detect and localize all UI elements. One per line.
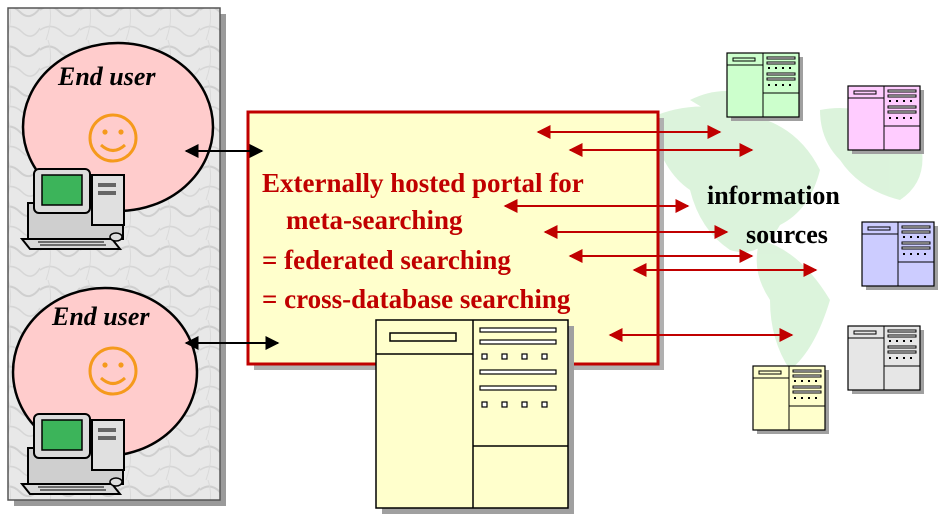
source-database-yellow	[752, 365, 829, 434]
smiley-face-icon	[88, 346, 138, 396]
info-sources-label: sources	[746, 220, 828, 249]
smiley-face-icon	[88, 113, 138, 163]
end-user-1	[19, 41, 215, 250]
computer-icon	[19, 168, 125, 250]
end-user-2	[11, 286, 199, 495]
portal-synonym-line: = cross-database searching	[262, 284, 571, 314]
source-database-pink	[847, 85, 924, 154]
portal-title-line: Externally hosted portal for	[262, 168, 584, 198]
end-user-label: End user	[58, 62, 156, 91]
portal-title-line: meta-searching	[286, 205, 463, 235]
computer-icon	[19, 413, 125, 495]
portal-source-arrows	[503, 125, 818, 342]
end-user-label: End user	[52, 302, 150, 331]
source-database-gray	[847, 325, 924, 394]
user-portal-arrows	[184, 144, 280, 350]
source-database-blue	[861, 221, 938, 290]
portal-database-icon	[375, 319, 574, 514]
info-sources-label: information	[707, 181, 840, 210]
portal-synonym-line: = federated searching	[262, 245, 511, 275]
source-database-green	[726, 52, 803, 121]
